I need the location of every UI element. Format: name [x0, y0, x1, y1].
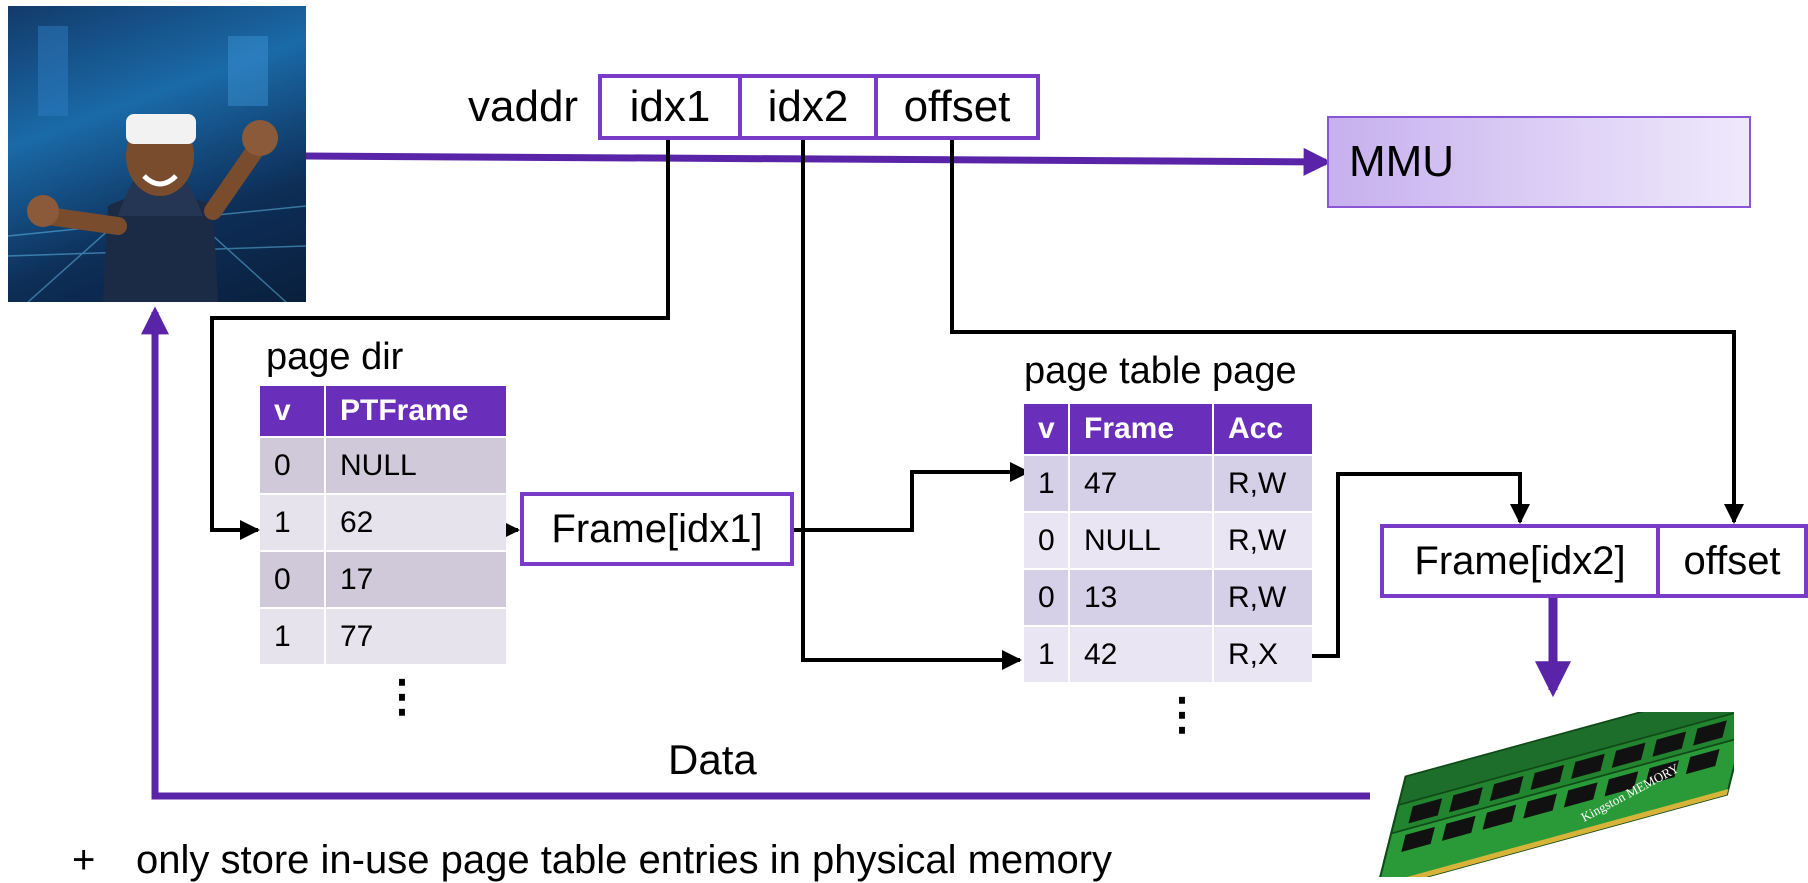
data-label: Data	[668, 736, 757, 783]
vr-user-photo	[8, 6, 306, 302]
cell-acc: R,W	[1214, 570, 1312, 625]
data-return-arrow	[141, 306, 1370, 800]
bullet-point: + only store in-use page table entries in…	[72, 838, 1352, 883]
bullet-text: only store in-use page table entries in …	[136, 838, 1113, 882]
ram-modules-icon: Kingston MEMORY	[1364, 679, 1758, 883]
cell-ptframe: 62	[326, 495, 506, 550]
vaddr-idx2: idx2	[738, 78, 874, 136]
cell-frame: 13	[1070, 570, 1212, 625]
table-row: 1 47 R,W	[1024, 456, 1312, 511]
paddr-frame-idx2: Frame[idx2]	[1414, 538, 1626, 583]
frame-idx1-box: Frame[idx1]	[520, 492, 794, 566]
table-row: 1 77	[260, 609, 506, 664]
header-acc: Acc	[1214, 404, 1312, 454]
offset-arrow	[950, 140, 1744, 524]
frame1-to-pt-arrow	[794, 462, 1030, 532]
cell-frame: NULL	[1070, 513, 1212, 568]
vaddr-offset: offset	[874, 78, 1036, 136]
header-v: v	[260, 386, 324, 436]
physical-address: Frame[idx2] offset	[1380, 524, 1808, 598]
cell-frame: 42	[1070, 627, 1212, 682]
page-dir-table: v PTFrame 0 NULL 1 62 0 17 1 77	[258, 384, 508, 666]
page-dir-title: page dir	[266, 336, 404, 378]
header-v: v	[1024, 404, 1068, 454]
cell-v: 1	[1024, 627, 1068, 682]
virtual-address: idx1 idx2 offset	[598, 74, 1040, 140]
bullet-marker: +	[72, 838, 96, 882]
cell-acc: R,W	[1214, 513, 1312, 568]
table-row: 0 17	[260, 552, 506, 607]
page-table-ellipsis: ⋮	[1160, 690, 1204, 739]
vr-user-icon	[8, 26, 306, 302]
table-row: 1 42 R,X	[1024, 627, 1312, 682]
table-row: 0 NULL R,W	[1024, 513, 1312, 568]
header-frame: Frame	[1070, 404, 1212, 454]
cell-v: 1	[260, 609, 324, 664]
mmu-box: MMU	[1327, 116, 1751, 208]
table-row: 1 62	[260, 495, 506, 550]
cell-acc: R,X	[1214, 627, 1312, 682]
paddr-offset: offset	[1656, 528, 1804, 594]
cell-v: 1	[1024, 456, 1068, 511]
frame-idx1-label: Frame[idx1]	[551, 506, 763, 551]
vaddr-idx1: idx1	[629, 82, 711, 131]
cell-ptframe: 17	[326, 552, 506, 607]
vaddr-to-mmu-arrow	[305, 147, 1332, 176]
pt-to-frame2-arrow	[1296, 472, 1530, 658]
idx1-arrow	[210, 140, 670, 540]
idx2-arrow	[801, 140, 1022, 670]
cell-acc: R,W	[1214, 456, 1312, 511]
cell-ptframe: NULL	[326, 438, 506, 493]
page-table-page-table: v Frame Acc 1 47 R,W 0 NULL R,W 0 13 R,W…	[1022, 402, 1314, 684]
mmu-label: MMU	[1349, 137, 1455, 186]
page-dir-ellipsis: ⋮	[380, 672, 424, 721]
cell-ptframe: 77	[326, 609, 506, 664]
header-ptframe: PTFrame	[326, 386, 506, 436]
page-table-page-title: page table page	[1024, 350, 1297, 392]
cell-v: 0	[1024, 513, 1068, 568]
vaddr-label: vaddr	[468, 82, 579, 131]
cell-v: 1	[260, 495, 324, 550]
cell-v: 0	[1024, 570, 1068, 625]
memory-icon: Kingston MEMORY	[1375, 679, 1758, 883]
table-row: 0 13 R,W	[1024, 570, 1312, 625]
table-row: 0 NULL	[260, 438, 506, 493]
cell-v: 0	[260, 552, 324, 607]
cell-v: 0	[260, 438, 324, 493]
table-header: v Frame Acc	[1024, 404, 1312, 454]
table-header: v PTFrame	[260, 386, 506, 436]
cell-frame: 47	[1070, 456, 1212, 511]
